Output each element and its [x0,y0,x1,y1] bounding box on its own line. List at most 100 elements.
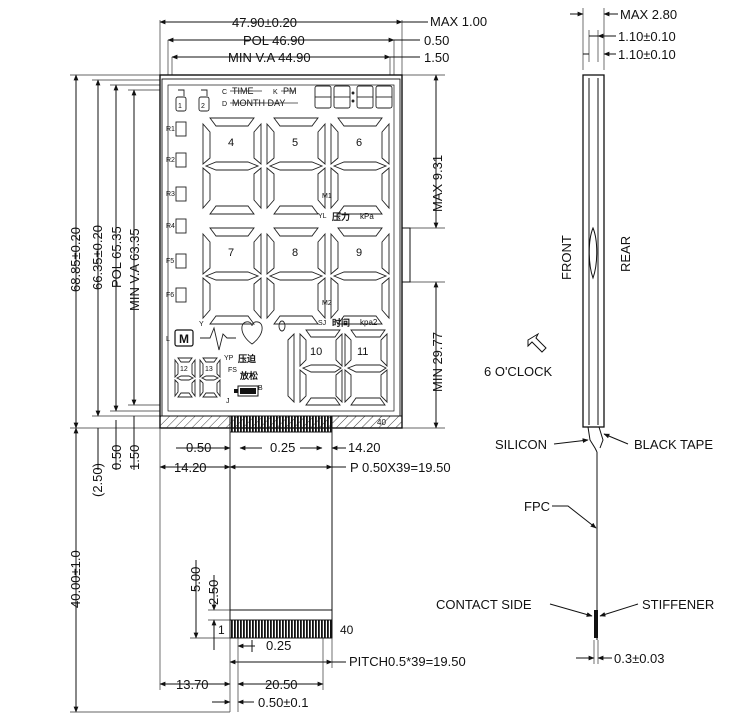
digit-11: 11 [344,329,388,406]
svg-text:13: 13 [205,366,213,373]
svg-text:L: L [166,336,170,343]
digit-13: 13 [199,357,221,398]
svg-text:2: 2 [201,103,205,110]
kpa2-unit: kpa2 [360,318,378,327]
c-label: C [222,89,227,96]
fpc-label: FPC [524,499,550,514]
min-2977-dim: MIN 29.77 [430,332,445,392]
memory-icon: M L [166,329,194,347]
fpc-thickness-dim: 0.3±0.03 [614,651,665,666]
svg-text:7: 7 [228,247,234,259]
va-dim: MIN V.A 44.90 [228,50,311,65]
cn-pressure: 压力 [332,211,350,222]
height-total-dim: 68.85±0.20 [68,227,83,292]
svg-text:4: 4 [228,137,234,149]
gap-250-dim: (2.50) [90,463,105,497]
view-arrow-icon [527,332,547,353]
pol-gap-dim: 0.50 [424,33,449,48]
fpc-250-dim: 2.50 [206,580,221,605]
height-va-dim: MIN V.A 63.35 [127,228,142,311]
offset-1420-left-dim: 14.20 [174,460,207,475]
side-glass [582,74,605,428]
pin-40-top: 40 [377,418,386,427]
digit-5: 5 [266,117,326,215]
yp-label: YP [224,355,234,362]
svg-text:R3: R3 [166,191,175,198]
svg-text:R2: R2 [166,157,175,164]
fpc-pin-width-dim: 0.50±0.1 [258,695,309,710]
svg-text:R4: R4 [166,223,175,230]
svg-text:F5: F5 [166,258,174,265]
max-dim: MAX 1.00 [430,14,487,29]
side-view: MAX 2.80 1.10±0.10 1.10±0.10 FRONT REAR … [436,7,714,666]
battery-icon [234,385,259,397]
speaker-icon-2: 2 [198,89,210,112]
stiffener-label: STIFFENER [642,597,714,612]
kpa-unit: kPa [360,212,374,221]
pitch-top-dim: P 0.50X39=19.50 [350,460,451,475]
digit-7: 7 [202,227,262,325]
silicon-label: SILICON [495,437,547,452]
b-label: B [258,385,263,392]
ecg-icon [200,326,236,351]
y-label: Y [199,321,204,328]
digit-8: 8 [266,227,326,325]
pitch-bottom-dim: PITCH0.5*39=19.50 [349,654,466,669]
svg-text:1: 1 [178,103,182,110]
viewing-direction: 6 O'CLOCK [484,332,553,379]
thickness-2-dim: 1.10±0.10 [618,47,676,62]
thickness-1-dim: 1.10±0.10 [618,29,676,44]
fpc-length-dim: 40.00±1.0 [68,550,83,608]
speaker-icon-1: 1 [175,89,187,112]
pin-025-dim: 0.25 [270,440,295,455]
fpc-1370-dim: 13.70 [176,677,209,692]
black-tape-label: BLACK TAPE [634,437,713,452]
left-dimensions: 68.85±0.20 66.35±0.20 POL 65.35 MIN V.A … [68,74,230,713]
fs-label: FS [228,367,237,374]
fpc-bottom-pins [229,619,333,639]
height-glass-dim: 66.35±0.20 [90,225,105,290]
right-dimensions: MAX 9.31 MIN 29.77 [401,74,445,429]
fpc-2050-dim: 20.50 [265,677,298,692]
lcd-glass: 40 [159,74,403,429]
lcd-segments: 1 2 C TIME K PM D MONTH DAY R1 R2 [166,85,393,406]
svg-text:11: 11 [357,346,368,358]
cn-time: 时间 [332,317,350,328]
offset-1420-right-dim: 14.20 [348,440,381,455]
max-280-dim: MAX 2.80 [620,7,677,22]
heart-icon [241,321,263,345]
pin-40-label: 40 [340,623,354,637]
r-indicators: R1 R2 R3 R4 F5 F6 [166,121,187,303]
svg-text:12: 12 [180,366,188,373]
digit-4: 4 [202,117,262,215]
va-gap-dim: 1.50 [424,50,449,65]
svg-text:F6: F6 [166,292,174,299]
gap-150-dim: 1.50 [127,445,142,470]
contact-side-label: CONTACT SIDE [436,597,532,612]
fpc-dimensions: 0.50 0.25 14.20 14.20 P 0.50X39=19.50 5.… [159,428,466,712]
d-label: D [222,101,227,108]
fpc-500-dim: 5.00 [188,567,203,592]
height-pol-dim: POL 65.35 [109,226,124,288]
yl-label: YL [318,213,327,220]
width-dim: 47.90±0.20 [232,15,297,30]
sj-label: SJ [318,320,326,327]
fpc-top-pins [229,415,333,433]
view-direction-label: 6 O'CLOCK [484,364,553,379]
pin-1-label: 1 [218,623,225,637]
max-931-dim: MAX 9.31 [430,155,445,212]
digit-12: 12 [174,357,196,398]
top-dimensions: 47.90±0.20 MAX 1.00 POL 46.90 0.50 MIN V… [159,14,487,85]
rear-label: REAR [618,236,633,272]
svg-text:9: 9 [356,247,362,259]
pin-050-dim: 0.50 [186,440,211,455]
digit-9: 9 [330,227,390,325]
digit-10: 10 [299,329,343,406]
connector-tab [401,227,411,283]
svg-text:5: 5 [292,137,298,149]
svg-text:6: 6 [356,137,362,149]
svg-text:R1: R1 [166,126,175,133]
digit-6: 6 [330,117,390,215]
gap-050-dim: 0.50 [109,445,124,470]
